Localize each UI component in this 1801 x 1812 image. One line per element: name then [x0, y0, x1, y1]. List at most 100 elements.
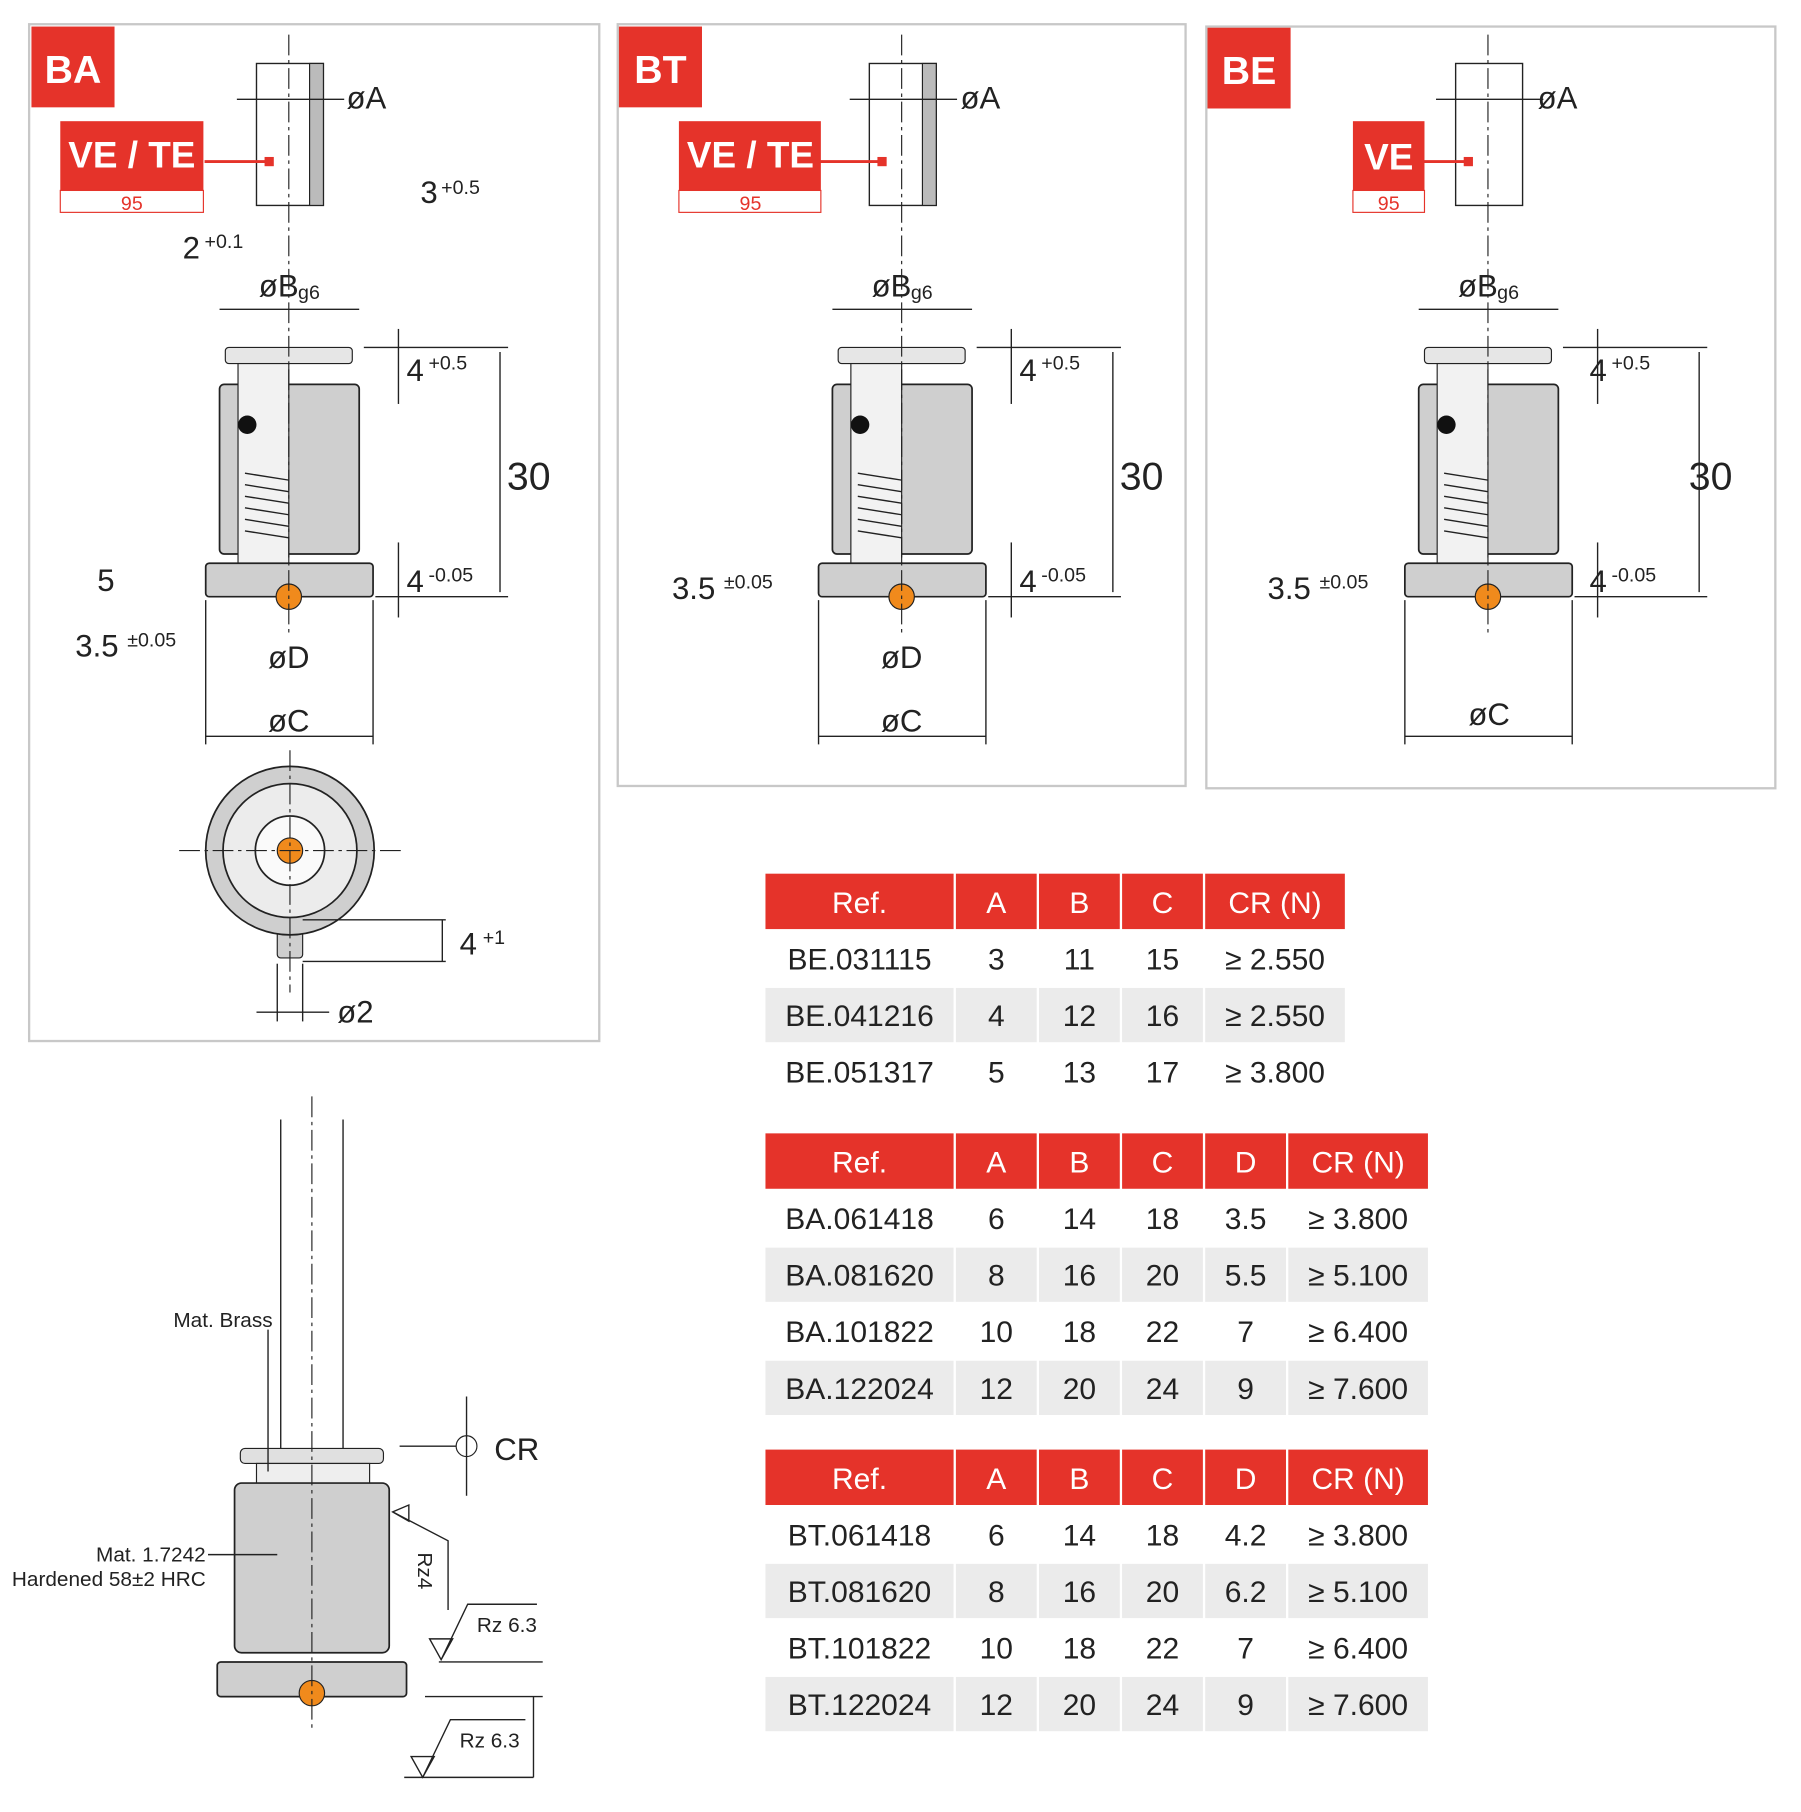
leader-dot	[1463, 156, 1473, 167]
header-cell	[1288, 1133, 1428, 1189]
table-cell: 4.2	[1225, 1519, 1267, 1552]
bore-section	[237, 362, 290, 564]
table-cell: 11	[1064, 943, 1095, 976]
locking-ball-icon	[1437, 415, 1456, 434]
column-header: B	[1069, 1463, 1089, 1496]
column-header: A	[986, 1147, 1006, 1180]
table-cell: 18	[1146, 1519, 1179, 1552]
table-cell: 18	[1146, 1203, 1179, 1236]
row-bg	[765, 1676, 954, 1732]
dim-top-tol: +0.5	[1611, 352, 1650, 374]
header-cell	[1122, 873, 1203, 930]
header-cell	[765, 1133, 954, 1189]
badge-number-box	[59, 189, 204, 213]
dim-width-tol: +0.1	[205, 231, 244, 253]
dim-five: 5	[97, 563, 114, 598]
dim-pin-d: ø2	[337, 995, 373, 1030]
spring-coil	[244, 507, 289, 516]
row-bg	[1038, 1247, 1120, 1302]
code-badge	[31, 26, 115, 108]
table-cell: 6.2	[1225, 1576, 1267, 1609]
table-cell: 16	[1063, 1576, 1096, 1609]
table-cell: BT.061418	[788, 1519, 931, 1552]
column-header: Ref.	[832, 887, 887, 920]
table-cell: BT.101822	[788, 1632, 931, 1665]
dim-a: øA	[1538, 80, 1578, 115]
row-bg	[1038, 1563, 1120, 1619]
panel-be: BE VE 95 øA øB g6 4 +0.5 30 4 -0.05 3.5 …	[1207, 27, 1732, 732]
row-bg	[955, 987, 1037, 1043]
spring-coil	[244, 530, 289, 539]
dim-c: øC	[268, 704, 310, 739]
dim-d: øD	[268, 640, 310, 675]
dim-base: 4	[1019, 564, 1036, 599]
dim-ball-tol: ±0.05	[724, 572, 773, 594]
badge-number: 95	[740, 193, 762, 215]
table-cell: 20	[1063, 1689, 1096, 1722]
column-header: C	[1152, 887, 1174, 920]
panel-bt: BT VE / TE 95 øA øB g6 4 +0.5 30 4 -0.05…	[618, 26, 1163, 739]
column-header: Ref.	[832, 1463, 887, 1496]
spring-coil	[857, 484, 902, 493]
table-cell: ≥ 5.100	[1308, 1260, 1408, 1293]
dim-base-tol: -0.05	[1041, 565, 1086, 587]
column-header: C	[1152, 1463, 1174, 1496]
dim-ball: 3.5	[1268, 571, 1311, 606]
material-steel-label: Mat. 1.7242	[96, 1544, 206, 1567]
table-cell: ≥ 3.800	[1308, 1519, 1408, 1552]
table-cell: 8	[988, 1576, 1005, 1609]
locking-ball-icon	[850, 415, 870, 434]
dim-pin: 4	[460, 926, 477, 961]
table-cell: 18	[1063, 1316, 1096, 1349]
dim-slot: 3	[420, 175, 437, 210]
table-cell: 5	[988, 1057, 1005, 1090]
dim-base-tol: -0.05	[1611, 565, 1656, 587]
table-cell: BA.061418	[785, 1203, 933, 1236]
table-cell: 7	[1237, 1316, 1254, 1349]
header-cell	[1205, 1449, 1286, 1505]
code-label: BE	[1222, 49, 1277, 93]
table-cell: 8	[988, 1260, 1005, 1293]
dim-height: 30	[507, 454, 551, 498]
ve-te-badge	[60, 121, 204, 191]
code-badge	[1207, 27, 1291, 109]
column-header: C	[1152, 1147, 1174, 1180]
header-cell	[1038, 873, 1120, 930]
table-cell: ≥ 7.600	[1308, 1373, 1408, 1406]
table-cell: 22	[1146, 1316, 1179, 1349]
table-cell: 6	[988, 1519, 1005, 1552]
table-cell: ≥ 2.550	[1225, 943, 1325, 976]
dim-b-tol: g6	[298, 282, 320, 304]
cr-label: CR	[494, 1432, 539, 1467]
pin-outline	[1454, 62, 1524, 207]
row-bg	[1122, 1360, 1203, 1415]
badge-label: VE / TE	[68, 134, 195, 175]
table-cell: 3.5	[1225, 1203, 1267, 1236]
code-label: BT	[634, 48, 686, 92]
bore-section	[850, 362, 903, 564]
ve-badge	[1352, 121, 1425, 191]
header-cell	[1122, 1133, 1203, 1189]
table-cell: 17	[1146, 1057, 1179, 1090]
badge-label: VE / TE	[687, 134, 814, 175]
dim-base: 4	[407, 564, 424, 599]
header-cell	[1205, 873, 1345, 930]
table-cell: 15	[1146, 943, 1179, 976]
row-bg	[765, 1360, 954, 1415]
ve-te-badge	[678, 121, 821, 191]
row-bg	[1122, 1676, 1203, 1732]
dim-base-tol: -0.05	[428, 565, 473, 587]
roughness-rz63-top: Rz 6.3	[477, 1614, 537, 1637]
table-cell: BA.122024	[785, 1373, 933, 1406]
column-header: CR (N)	[1311, 1463, 1404, 1496]
spring-coil	[857, 518, 902, 527]
table-cell: 3	[988, 943, 1005, 976]
dim-ball: 3.5	[672, 571, 715, 606]
table-cell: BA.101822	[785, 1316, 933, 1349]
column-header: CR (N)	[1311, 1147, 1404, 1180]
